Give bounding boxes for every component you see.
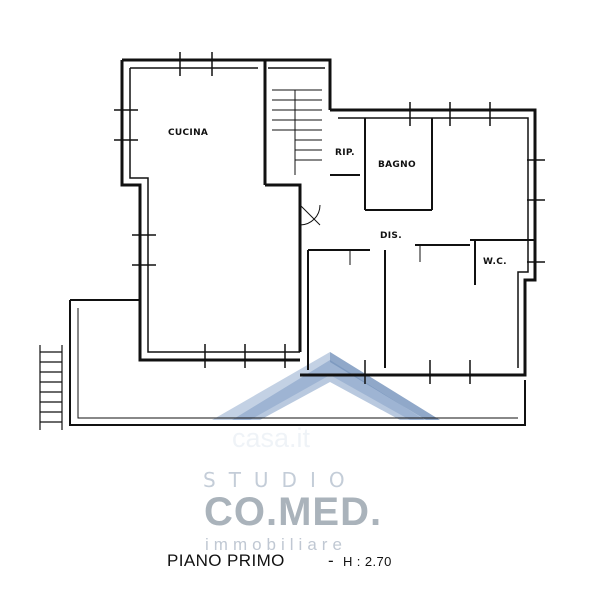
room-label-dis: DIS. — [380, 231, 402, 241]
openings — [114, 52, 545, 384]
watermark-subtitle: immobiliare — [205, 535, 347, 554]
plan-caption-dash: - — [328, 551, 334, 570]
room-label-rip: RIP. — [335, 148, 355, 158]
room-label-bagno: BAGNO — [378, 160, 416, 170]
watermark-studio: STUDIO — [203, 468, 358, 492]
walls — [69, 58, 537, 426]
plan-caption-height: H : 2.70 — [343, 554, 392, 569]
external-stair — [39, 345, 63, 430]
room-label-wc: W.C. — [483, 257, 507, 267]
watermark-site: casa.it — [232, 423, 311, 453]
plan-caption-level: PIANO PRIMO — [167, 551, 285, 570]
door-arcs — [299, 204, 421, 265]
watermark-brand: CO.MED. — [204, 490, 382, 534]
watermark-logo: casa.it STUDIO CO.MED. immobiliare — [203, 352, 440, 554]
room-label-cucina: CUCINA — [168, 128, 208, 138]
staircase — [272, 89, 322, 175]
